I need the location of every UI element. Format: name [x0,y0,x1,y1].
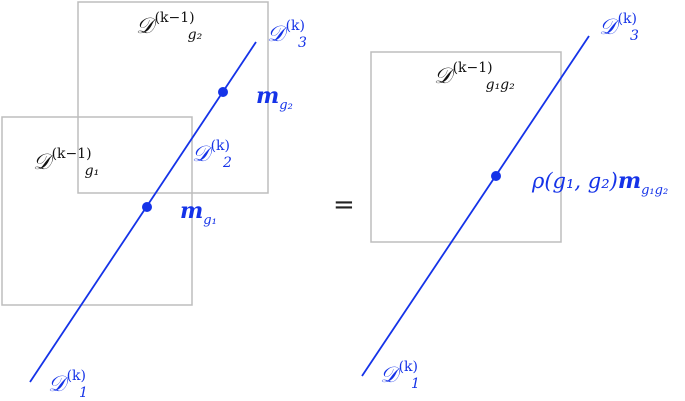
label-d2-left: 𝒟(k)2 [192,138,232,171]
label-domain-g1g2: 𝒟(k−1)g₁g₂ [434,60,515,93]
line-right [361,35,590,377]
box-domain-g1g2 [370,51,562,243]
equals-sign: = [333,190,355,220]
point-m-g2 [218,87,228,97]
box-domain-g1 [1,116,193,306]
point-m-g1g2 [491,171,501,181]
label-domain-g2: 𝒟(k−1)g₂ [136,10,203,43]
label-m-g2: mg₂ [256,83,293,113]
label-m-g1: mg₁ [180,198,217,228]
label-rho-m-g1g2: ρ(g₁, g₂)mg₁g₂ [532,168,669,198]
point-m-g1 [142,202,152,212]
box-domain-g2 [77,1,269,194]
label-d3-right: 𝒟(k)3 [599,11,639,44]
label-d3-left: 𝒟(k)3 [267,18,307,51]
label-d1-right: 𝒟(k)1 [380,359,420,392]
label-d1-left: 𝒟(k)1 [48,368,88,401]
label-domain-g1: 𝒟(k−1)g₁ [33,146,100,179]
line-left [29,41,257,383]
